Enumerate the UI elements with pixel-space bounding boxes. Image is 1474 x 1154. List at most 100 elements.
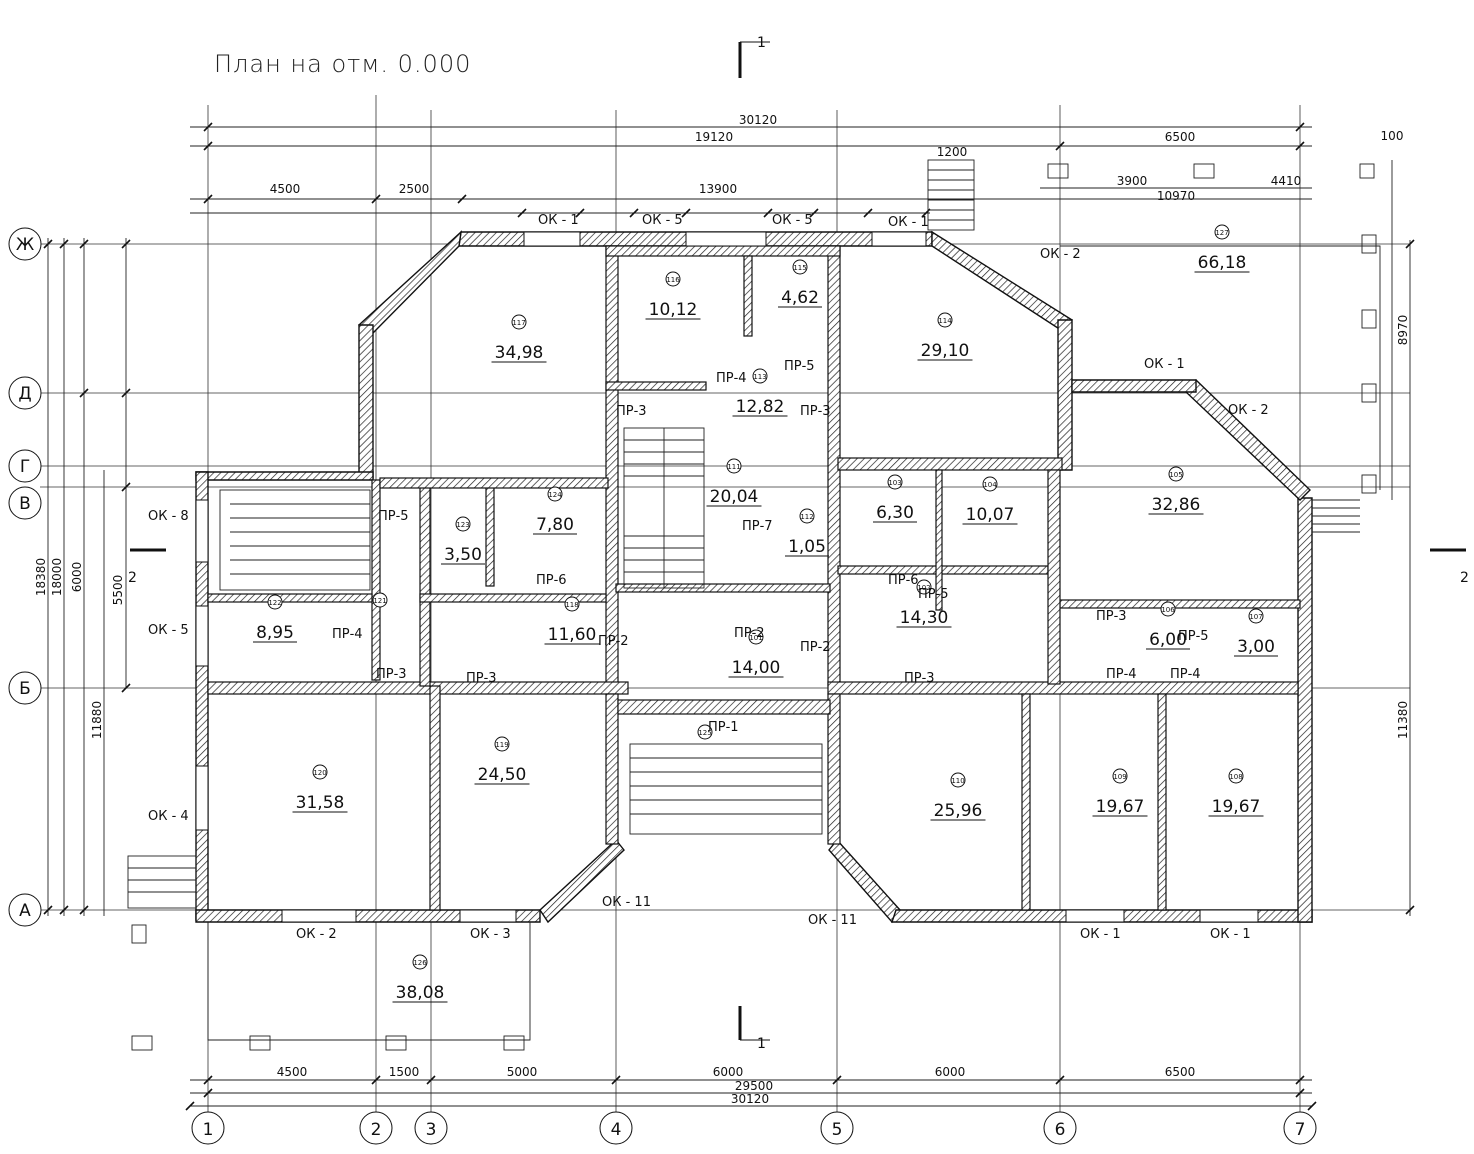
room-area: 7,80 <box>536 515 574 535</box>
axis-bubbles <box>8 227 1317 1145</box>
room-area: 12,82 <box>736 397 785 417</box>
stairs-porch-right <box>1312 499 1360 533</box>
dim-4500-top: 4500 <box>270 182 301 196</box>
room-area: 8,95 <box>256 623 294 643</box>
room-number-circle <box>494 736 510 752</box>
dim-6500-bottom: 6500 <box>1165 1065 1196 1079</box>
axis-label-5: 5 <box>832 1120 843 1140</box>
section-cut-arrows <box>740 41 770 1041</box>
axis-label-g: Г <box>20 457 30 477</box>
dim-top-right: 6500 <box>1165 130 1196 144</box>
door-pr3-a: ПР-3 <box>616 404 647 419</box>
room-area: 19,67 <box>1212 797 1261 817</box>
dim-18380: 18380 <box>34 558 48 596</box>
room-number: 111 <box>727 463 740 471</box>
room-number: 108 <box>1229 773 1242 781</box>
door-pr4-c: ПР-4 <box>1106 667 1137 682</box>
dim-11380-right: 11380 <box>1396 701 1410 739</box>
window-ok5-top-a: ОК - 5 <box>642 213 683 228</box>
room-area: 11,60 <box>548 625 597 645</box>
window-ok3-bottom: ОК - 3 <box>470 927 511 942</box>
window-ok11-left: ОК - 11 <box>602 895 651 910</box>
window-ok2-right: ОК - 2 <box>1228 403 1269 418</box>
door-pr6-b: ПР-6 <box>888 573 919 588</box>
room-labels: 12766,1811734,9811610,121154,6211429,101… <box>253 224 1278 1003</box>
row-axis-lines <box>40 243 1410 911</box>
room-area: 3,50 <box>444 545 482 565</box>
dim-1200-top: 1200 <box>937 145 968 159</box>
window-ok1-bottom-a: ОК - 1 <box>1080 927 1121 942</box>
axis-label-a: А <box>19 901 31 921</box>
room-area: 66,18 <box>1198 253 1247 273</box>
axis-label-d: Д <box>18 384 31 404</box>
room-area: 10,07 <box>966 505 1015 525</box>
room-number-circle <box>511 314 527 330</box>
axis-label-6: 6 <box>1055 1120 1066 1140</box>
dim-5000-bottom: 5000 <box>507 1065 538 1079</box>
dimension-lines <box>47 126 1411 1107</box>
room-number: 107 <box>1249 613 1262 621</box>
axis-label-1: 1 <box>203 1120 214 1140</box>
room-number: 127 <box>1215 229 1228 237</box>
room-area: 20,04 <box>710 487 759 507</box>
window-ok11-right: ОК - 11 <box>808 913 857 928</box>
room-number: 110 <box>951 777 964 785</box>
room-number-circle <box>312 764 328 780</box>
room-area: 6,30 <box>876 503 914 523</box>
window-ok4-left: ОК - 4 <box>148 809 189 824</box>
dim-10970: 10970 <box>1157 189 1195 203</box>
room-number: 106 <box>1161 606 1175 614</box>
room-number-circle <box>1168 466 1184 482</box>
room-area: 32,86 <box>1152 495 1201 515</box>
window-ok1-bottom-b: ОК - 1 <box>1210 927 1251 942</box>
door-pr5-a: ПР-5 <box>784 359 815 374</box>
room-number: 118 <box>565 601 578 609</box>
dim-6000-bottom-b: 6000 <box>935 1065 966 1079</box>
dim-4410: 4410 <box>1271 174 1302 188</box>
axis-label-b: Б <box>19 679 31 699</box>
vertical-dimension-labels: 18380 18000 6000 5500 11880 11380 8970 <box>34 315 1410 739</box>
room-area: 24,50 <box>478 765 527 785</box>
interior-walls <box>207 245 1301 911</box>
dim-top-left: 19120 <box>695 130 733 144</box>
room-number-circle <box>697 724 713 740</box>
room-number-circle <box>1228 768 1244 784</box>
stairs-left <box>219 489 371 591</box>
room-number: 113 <box>753 373 766 381</box>
room-number-circle <box>726 458 742 474</box>
window-ok1-top: ОК - 1 <box>538 213 579 228</box>
room-area: 14,00 <box>732 658 781 678</box>
door-pr3-f: ПР-3 <box>1096 609 1127 624</box>
room-number-circle <box>372 592 388 608</box>
axis-label-zh: Ж <box>16 235 34 255</box>
row-axis-labels: Ж Д Г В Б А <box>16 235 34 921</box>
room-number-circle <box>887 474 903 490</box>
dim-5500-left: 5500 <box>111 575 125 606</box>
section-label-right: 2 <box>1460 570 1469 586</box>
door-pr3-d: ПР-3 <box>466 671 497 686</box>
window-ok1-right: ОК - 1 <box>1144 357 1185 372</box>
room-number-circle <box>564 596 580 612</box>
axis-label-2: 2 <box>371 1120 382 1140</box>
room-number-circle <box>412 954 428 970</box>
axis-label-3: 3 <box>426 1120 437 1140</box>
room-number-circle <box>916 579 932 595</box>
room-number: 101 <box>749 634 762 642</box>
door-pr3-e: ПР-3 <box>904 671 935 686</box>
axis-label-4: 4 <box>611 1120 622 1140</box>
dim-1500-bottom: 1500 <box>389 1065 420 1079</box>
room-number: 112 <box>800 513 813 521</box>
door-pr4-b: ПР-4 <box>332 627 363 642</box>
room-area: 10,12 <box>649 300 698 320</box>
section-label-top: 1 <box>757 35 766 51</box>
room-number-circle <box>792 259 808 275</box>
room-area: 4,62 <box>781 288 819 308</box>
door-pr3-c: ПР-3 <box>376 667 407 682</box>
room-number: 119 <box>495 741 508 749</box>
room-number-circle <box>1248 608 1264 624</box>
room-area: 25,96 <box>934 801 983 821</box>
dim-11880-left: 11880 <box>90 701 104 739</box>
room-number-circle <box>547 486 563 502</box>
room-area: 34,98 <box>495 343 544 363</box>
